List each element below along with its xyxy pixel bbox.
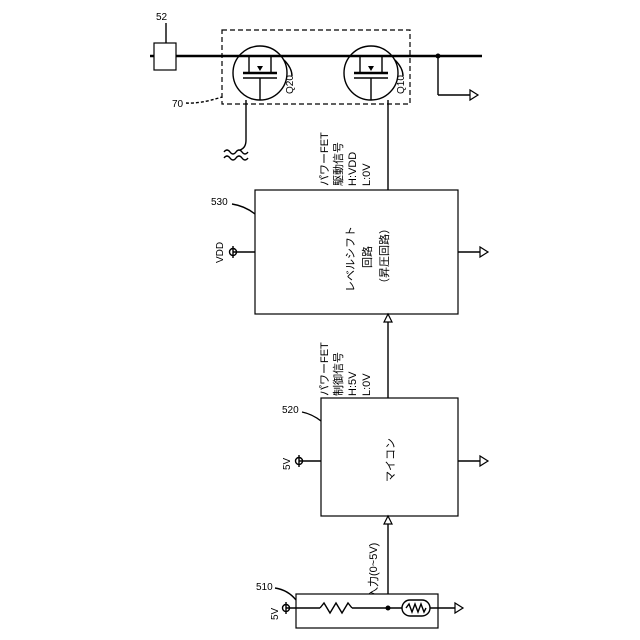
control-signal-line-3: H:5V bbox=[347, 371, 359, 396]
q20-gate-curve bbox=[240, 140, 246, 150]
component-52-box bbox=[154, 43, 176, 70]
arrow-up-icon bbox=[384, 516, 392, 524]
level-shift-text-1: レベルシフト bbox=[345, 226, 357, 292]
control-signal-line-1: パワーFET bbox=[318, 342, 331, 396]
ground-arrow-icon bbox=[455, 603, 463, 613]
ground-arrow-icon bbox=[480, 247, 488, 257]
ref-510-label: 510 bbox=[256, 582, 273, 593]
level-shift-text-3: （昇圧回路） bbox=[378, 223, 391, 289]
drive-signal-line-3: H:VDD bbox=[347, 152, 359, 186]
vdd-label: VDD bbox=[215, 242, 226, 263]
mcu-text: マイコン bbox=[385, 438, 397, 482]
mcu-5v-label: 5V bbox=[282, 457, 293, 470]
ground-arrow-icon bbox=[470, 90, 478, 100]
input-label: 入力(0~5V) bbox=[367, 543, 380, 598]
mosfet-q10-icon bbox=[344, 46, 398, 100]
mosfet-q20-icon bbox=[233, 46, 287, 100]
control-signal-label: パワーFET 制御信号 H:5V L:0V bbox=[318, 342, 373, 396]
break-mark-2 bbox=[224, 156, 248, 160]
input-junction-dot bbox=[386, 606, 391, 611]
ref-52-label: 52 bbox=[156, 12, 168, 23]
ref-520-leader bbox=[302, 412, 321, 421]
level-shift-text-2: 回路 bbox=[361, 246, 374, 268]
ref-520-label: 520 bbox=[282, 405, 299, 416]
control-signal-line-2: 制御信号 bbox=[331, 352, 345, 396]
arrow-up-icon bbox=[384, 314, 392, 322]
drive-signal-label: パワーFET 駆動信号 H:VDD L:0V bbox=[318, 132, 373, 186]
ref-510-leader bbox=[275, 588, 296, 600]
bus-junction-dot bbox=[436, 54, 441, 59]
control-signal-line-4: L:0V bbox=[361, 373, 373, 396]
ref-530-label: 530 bbox=[211, 197, 228, 208]
drive-signal-line-4: L:0V bbox=[361, 163, 373, 186]
ground-arrow-icon bbox=[480, 456, 488, 466]
drive-signal-line-1: パワーFET bbox=[318, 132, 331, 186]
q10-label: Q10 bbox=[396, 75, 407, 94]
ref-70-label: 70 bbox=[172, 99, 184, 110]
input-block-510 bbox=[296, 594, 438, 628]
input-5v-label: 5V bbox=[270, 607, 281, 620]
ref-70-leader bbox=[186, 97, 222, 103]
q20-label: Q20 bbox=[285, 75, 296, 94]
break-mark-1 bbox=[224, 150, 248, 154]
drive-signal-line-2: 駆動信号 bbox=[331, 142, 345, 186]
ref-530-leader bbox=[232, 204, 255, 214]
